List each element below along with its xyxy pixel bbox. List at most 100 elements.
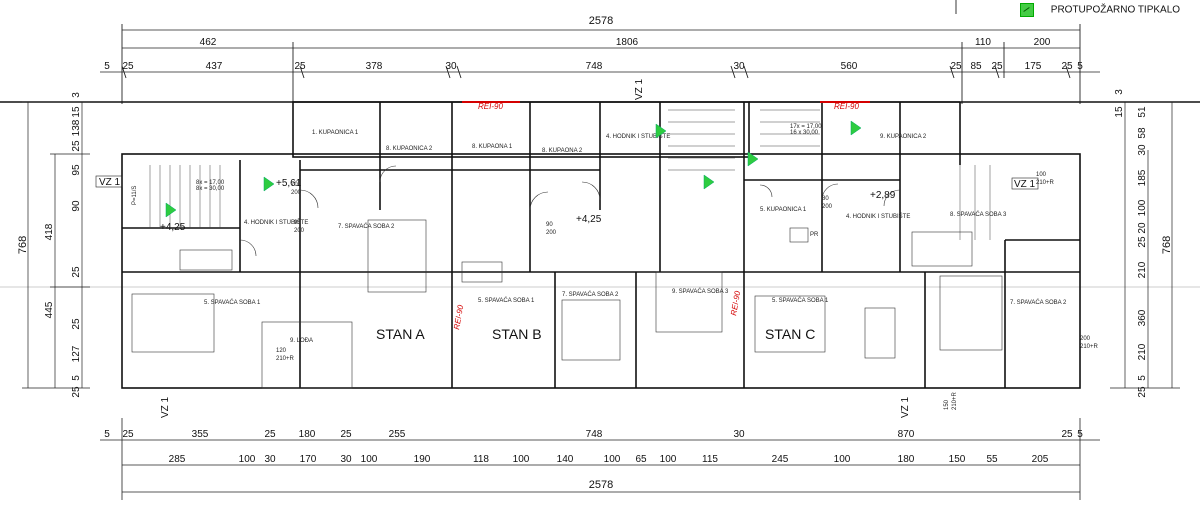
dim: 110 bbox=[975, 37, 991, 48]
dim: 25 bbox=[71, 140, 82, 152]
dim: 30 bbox=[733, 429, 745, 440]
room-label: 8. KUPAONICA 2 bbox=[386, 146, 433, 152]
dim: 20 bbox=[1137, 222, 1148, 234]
dim: 30 bbox=[445, 61, 457, 72]
dim: 25 bbox=[122, 61, 134, 72]
vz-label: VZ 1 bbox=[634, 78, 645, 100]
level-marks: +4,25 +5,61 +4,25 +2,89 bbox=[160, 178, 896, 233]
fire-rating-label: REI-90 bbox=[729, 290, 742, 317]
opening-size: 200 bbox=[291, 190, 302, 196]
dim: 5 bbox=[104, 429, 110, 440]
dim: 170 bbox=[300, 454, 317, 465]
stair-notes: 8x = 17,00 8x = 30,00 17x = 17,00 16 x 3… bbox=[132, 124, 822, 205]
dim: 100 bbox=[513, 454, 530, 465]
dim: 445 bbox=[44, 301, 55, 318]
opening-size: 210+R bbox=[276, 356, 295, 362]
room-label: 7. SPAVAĆA SOBA 2 bbox=[562, 291, 619, 298]
opening-size: PR bbox=[810, 232, 819, 238]
top-dimensions: 2578 462 1806 110 200 5 25 437 25 378 30… bbox=[100, 0, 1100, 104]
opening-size: 200 bbox=[1080, 336, 1091, 342]
dim: 115 bbox=[702, 454, 718, 465]
right-dimensions: 3 15 51 58 30 185 100 20 25 210 360 210 … bbox=[1110, 89, 1180, 398]
room-label: 4. HODNIK I STUBIŠTE bbox=[606, 133, 670, 140]
dim: 25 bbox=[340, 429, 352, 440]
dim: 3 bbox=[1114, 89, 1125, 95]
dim: 100 bbox=[239, 454, 256, 465]
room-label: 8. KUPAONA 1 bbox=[472, 144, 513, 150]
dim: 25 bbox=[950, 61, 962, 72]
dim: 5 bbox=[71, 375, 82, 381]
opening-size: 120 bbox=[276, 348, 287, 354]
dim: 210 bbox=[1137, 343, 1148, 360]
dim: 180 bbox=[299, 429, 316, 440]
dim: 150 bbox=[949, 454, 966, 465]
dim: 25 bbox=[1061, 429, 1073, 440]
dim-height-right: 768 bbox=[1161, 236, 1173, 254]
dim: 200 bbox=[1034, 37, 1051, 48]
dim: 185 bbox=[1137, 169, 1148, 186]
bottom-dimensions: 5 25 355 25 180 25 255 748 30 870 25 5 2… bbox=[100, 418, 1100, 500]
dim: 30 bbox=[264, 454, 276, 465]
room-label: 8. KUPAONA 2 bbox=[542, 148, 583, 154]
dim: 58 bbox=[1137, 127, 1148, 139]
room-label: 9. KUPAONICA 2 bbox=[880, 134, 927, 140]
room-label: 5. SPAVAĆA SOBA 1 bbox=[478, 297, 535, 304]
opening-size: 90 bbox=[546, 222, 553, 228]
room-label: 8. SPAVAĆA SOBA 3 bbox=[950, 211, 1007, 218]
dim: 5 bbox=[1077, 61, 1083, 72]
dim-total-top: 2578 bbox=[589, 15, 613, 27]
dim: 100 bbox=[660, 454, 677, 465]
level-mark: +5,61 bbox=[276, 178, 302, 189]
dim: 25 bbox=[1137, 386, 1148, 398]
dim: 25 bbox=[71, 266, 82, 278]
stair-note: 8x = 17,00 bbox=[196, 180, 225, 186]
dim: 30 bbox=[733, 61, 745, 72]
dim: 138 bbox=[71, 119, 82, 136]
dim: 65 bbox=[635, 454, 647, 465]
room-label: 1. KUPAONICA 1 bbox=[312, 130, 359, 136]
opening-size: 200 bbox=[546, 230, 557, 236]
stair-note: 16 x 30,00 bbox=[790, 130, 819, 136]
opening-size: 80 bbox=[822, 196, 829, 202]
fire-alarm-button-icon bbox=[747, 151, 759, 167]
dim: 355 bbox=[192, 429, 209, 440]
dim: 205 bbox=[1032, 454, 1049, 465]
unit-label-a: STAN A bbox=[376, 326, 425, 342]
room-labels: 1. KUPAONICA 1 8. KUPAONICA 2 4. HODNIK … bbox=[204, 130, 1067, 344]
dim: 118 bbox=[473, 454, 489, 465]
dim: 190 bbox=[414, 454, 431, 465]
unit-label-c: STAN C bbox=[765, 326, 815, 342]
room-label: 9. LOĐA bbox=[290, 338, 313, 344]
unit-label-b: STAN B bbox=[492, 326, 542, 342]
fire-alarm-button-icon bbox=[1020, 3, 1034, 17]
dim: 127 bbox=[71, 345, 82, 362]
building-walls bbox=[121, 101, 1081, 389]
dim: 748 bbox=[586, 429, 603, 440]
dim: 100 bbox=[834, 454, 851, 465]
fire-alarm-button-icon bbox=[850, 120, 862, 136]
dim: 15 bbox=[71, 106, 82, 118]
stair-note: 17x = 17,00 bbox=[790, 124, 822, 130]
opening-size: 200 bbox=[294, 228, 305, 234]
vz-label: VZ 1 bbox=[900, 396, 911, 418]
level-mark: +4,25 bbox=[160, 222, 186, 233]
dim-total-bottom: 2578 bbox=[589, 479, 613, 491]
fire-alarm-button-icon bbox=[703, 174, 715, 190]
room-label: 7. SPAVAĆA SOBA 2 bbox=[1010, 299, 1067, 306]
dim: 25 bbox=[71, 318, 82, 330]
room-label: 4. HODNIK I STUBIŠTE bbox=[846, 213, 910, 220]
room-label: 5. SPAVAĆA SOBA 1 bbox=[772, 297, 829, 304]
opening-sizes: 70 200 90 200 80 200 90 200 120 210+R 10… bbox=[276, 172, 1099, 410]
fire-rating-label: REI-90 bbox=[834, 102, 859, 111]
dim: 51 bbox=[1137, 106, 1148, 118]
dim: 870 bbox=[898, 429, 915, 440]
dim: 378 bbox=[366, 61, 383, 72]
dim: 30 bbox=[340, 454, 352, 465]
dim: 245 bbox=[772, 454, 789, 465]
vz-labels: VZ 1 VZ 1 VZ 1 VZ 1 VZ 1 bbox=[95, 78, 1039, 418]
room-label: 7. SPAVAĆA SOBA 2 bbox=[338, 223, 395, 230]
dim: 100 bbox=[604, 454, 621, 465]
dim: 180 bbox=[898, 454, 915, 465]
fire-alarm-button-icon bbox=[655, 123, 667, 139]
dim: 3 bbox=[71, 92, 82, 98]
